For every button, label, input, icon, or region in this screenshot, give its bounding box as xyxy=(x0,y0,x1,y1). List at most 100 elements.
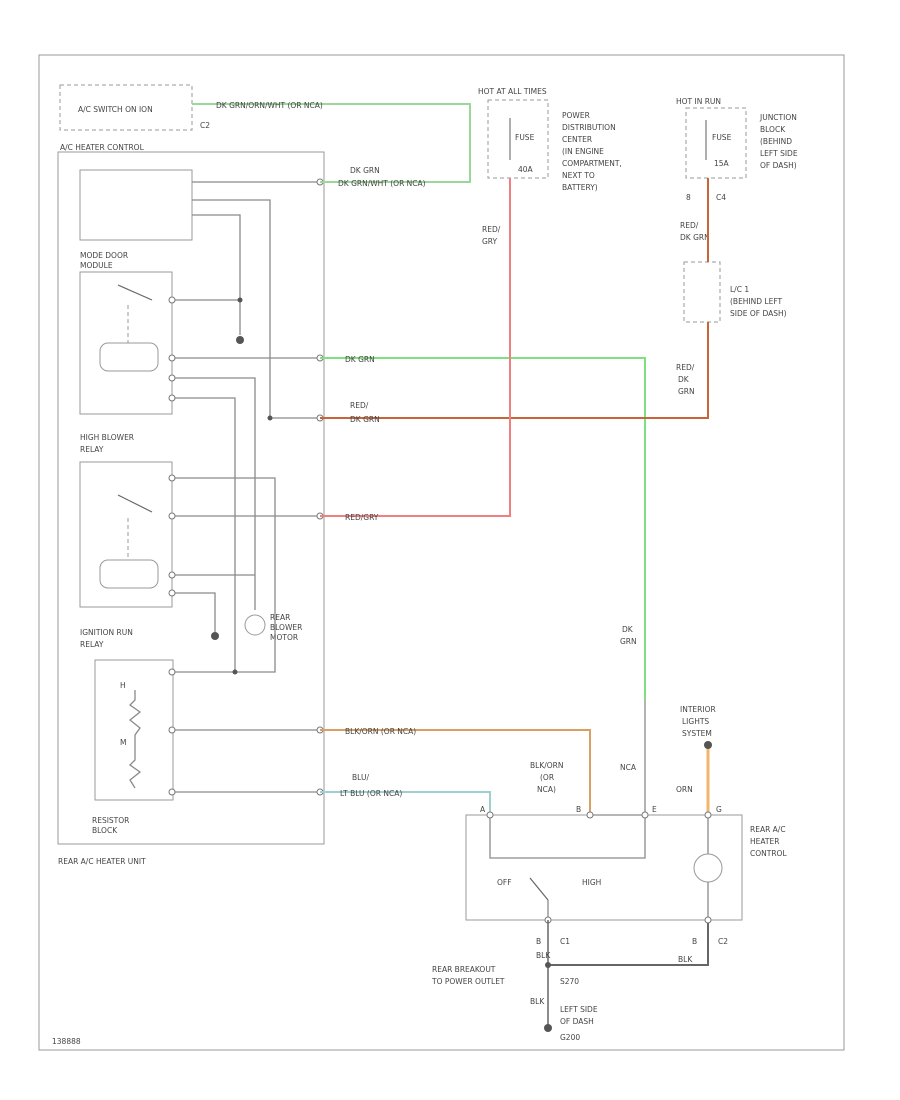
svg-text:CONTROL: CONTROL xyxy=(750,849,787,858)
svg-text:INTERIOR: INTERIOR xyxy=(680,705,716,714)
svg-text:HEATER: HEATER xyxy=(750,837,779,846)
mode-door-label-2: MODULE xyxy=(80,261,113,270)
control-terminals xyxy=(486,811,712,924)
ac-heater-control-label: A/C HEATER CONTROL xyxy=(60,143,145,152)
wire-blk-orn xyxy=(320,729,591,815)
mode-door-switch xyxy=(117,284,153,301)
wire-label-dk-grn-orn: DK GRN/ORN/WHT (OR NCA) xyxy=(216,101,323,110)
wire-dk-grn xyxy=(320,357,646,700)
svg-text:LEFT SIDE: LEFT SIDE xyxy=(760,149,798,158)
svg-text:BATTERY): BATTERY) xyxy=(562,183,598,192)
rear-breakout-1: REAR BREAKOUT xyxy=(432,965,496,974)
lic1-box xyxy=(683,261,721,323)
c2-top-label: C2 xyxy=(200,121,210,130)
wire-blk xyxy=(548,920,709,966)
fuse-right-amp-label: 15A xyxy=(714,159,730,168)
resistor-element xyxy=(128,690,142,789)
rear-ac-heater-unit-box xyxy=(57,151,325,845)
resistor-block-box xyxy=(94,659,174,801)
orn-label: ORN xyxy=(676,785,693,794)
outer-frame xyxy=(38,54,845,1051)
indicator-lamp-icon xyxy=(693,853,723,883)
fuse-left-amp-label: 40A xyxy=(518,165,534,174)
internal-wiring xyxy=(172,181,320,793)
svg-text:LIGHTS: LIGHTS xyxy=(682,717,709,726)
power-dist-fuse-box xyxy=(487,99,549,179)
rear-blower-motor-symbol xyxy=(244,614,266,636)
red-dk-grn-v2-c: GRN xyxy=(678,387,695,396)
hot-in-run-label: HOT IN RUN xyxy=(676,97,721,106)
resistor-block-label-2: BLOCK xyxy=(92,826,118,835)
res-h-label: H xyxy=(120,681,126,690)
mode-door-label-1: MODE DOOR xyxy=(80,251,128,260)
rear-ac-heater-control-box xyxy=(465,814,743,921)
high-blower-relay-box xyxy=(79,461,173,608)
splice-dot-3 xyxy=(232,669,238,675)
interior-lights-label: INTERIOR LIGHTS SYSTEM xyxy=(680,705,716,738)
wire-label-dk-grn-wht: DK GRN/WHT (OR NCA) xyxy=(338,179,426,188)
rear-blower-label-1: REAR xyxy=(270,613,290,622)
off-label: OFF xyxy=(497,878,512,887)
mode-door-module-box xyxy=(79,271,173,415)
splice-dot-2 xyxy=(267,415,273,421)
svg-text:(BEHIND: (BEHIND xyxy=(760,137,792,146)
rear-ac-heater-control-label: REAR A/C HEATER CONTROL xyxy=(750,825,787,858)
blk-lower-label: BLK xyxy=(530,997,545,1006)
wire-lt-blu xyxy=(320,791,491,815)
svg-text:DISTRIBUTION: DISTRIBUTION xyxy=(562,123,616,132)
svg-text:POWER: POWER xyxy=(562,111,590,120)
g200-label: G200 xyxy=(560,1033,580,1042)
wire-dk-grn-orn-wht xyxy=(192,103,471,183)
high-blower-label-2: RELAY xyxy=(80,445,104,454)
fuse-right-label: FUSE xyxy=(712,133,732,142)
control-internal-wire-2 xyxy=(590,814,646,859)
red-gry-v-a: RED/ xyxy=(482,225,501,234)
svg-text:OF DASH): OF DASH) xyxy=(760,161,797,170)
splice-dot-1 xyxy=(237,297,243,303)
svg-text:SIDE OF DASH): SIDE OF DASH) xyxy=(730,309,787,318)
svg-text:L/C 1: L/C 1 xyxy=(730,285,749,294)
wire-label-dk-grn-v2: GRN xyxy=(620,637,637,646)
svg-text:JUNCTION: JUNCTION xyxy=(759,113,797,122)
ground-g200-icon xyxy=(544,1024,552,1032)
svg-text:REAR A/C: REAR A/C xyxy=(750,825,786,834)
connector-terminals xyxy=(168,178,324,796)
left-side-dash-1: LEFT SIDE xyxy=(560,1005,598,1014)
rear-ac-heater-unit-label: REAR A/C HEATER UNIT xyxy=(58,857,146,866)
svg-text:COMPARTMENT,: COMPARTMENT, xyxy=(562,159,622,168)
red-dk-grn-v1-b: DK GRN xyxy=(680,233,710,242)
wire-label-blk-orn: BLK/ORN (OR NCA) xyxy=(345,727,416,736)
ignition-run-label-1: IGNITION RUN xyxy=(80,628,133,637)
resistor-block-label-1: RESISTOR xyxy=(92,816,129,825)
wire-label-dk-grn-top: DK GRN xyxy=(350,166,380,175)
selector-switch xyxy=(529,877,549,901)
wire-label-red-dk-grn: DK GRN xyxy=(350,415,380,424)
wire-label-red-gry: RED/GRY xyxy=(345,513,379,522)
wire-label-lt-blu: LT BLU (OR NCA) xyxy=(340,789,402,798)
hot-at-all-times-label: HOT AT ALL TIMES xyxy=(478,87,547,96)
high-blower-switch xyxy=(117,494,153,513)
red-dk-grn-v2-a: RED/ xyxy=(676,363,695,372)
s270-label: S270 xyxy=(560,977,579,986)
blk-left-label: BLK xyxy=(536,951,551,960)
c1-label: C1 xyxy=(560,937,570,946)
red-dk-grn-v2-b: DK xyxy=(678,375,690,384)
ignition-run-label-2: RELAY xyxy=(80,640,104,649)
svg-text:CENTER: CENTER xyxy=(562,135,592,144)
wire-label-dk-grn-mode: DK GRN xyxy=(345,355,375,364)
rear-blower-label-3: MOTOR xyxy=(270,633,298,642)
left-side-dash-2: OF DASH xyxy=(560,1017,594,1026)
pin-8-label: 8 xyxy=(686,193,691,202)
svg-text:(IN ENGINE: (IN ENGINE xyxy=(562,147,604,156)
res-m-label: M xyxy=(120,738,126,747)
wire-red-dk-grn xyxy=(320,322,709,419)
junction-fuse-box xyxy=(685,107,747,179)
fuse-left-label: FUSE xyxy=(515,133,535,142)
ground-1 xyxy=(236,336,244,344)
pin-b-right: B xyxy=(692,937,697,946)
control-internal-wire xyxy=(489,815,590,859)
red-dk-grn-v1-a: RED/ xyxy=(680,221,699,230)
pin-g: G xyxy=(716,805,722,814)
wire-label-red-top: RED/ xyxy=(350,401,369,410)
svg-text:BLOCK: BLOCK xyxy=(760,125,786,134)
